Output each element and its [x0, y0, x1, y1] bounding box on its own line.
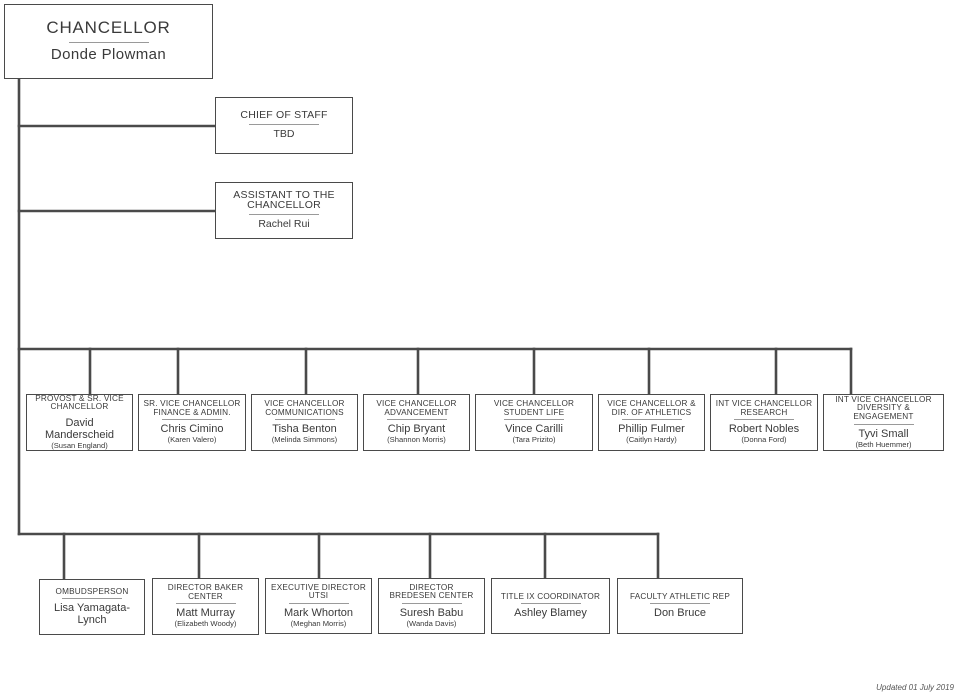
chief-of-staff-box: CHIEF OF STAFF TBD — [215, 97, 353, 154]
divider — [162, 419, 222, 421]
report-name: Ashley Blamey — [514, 607, 587, 620]
divider — [249, 124, 319, 126]
vc-title: INT VICE CHANCELLOR RESEARCH — [715, 399, 813, 417]
box-baker-center: DIRECTOR BAKER CENTER Matt Murray (Eliza… — [152, 578, 259, 635]
staff-title: CHIEF OF STAFF — [240, 109, 328, 122]
box-ombudsperson: OMBUDSPERSON Lisa Yamagata-Lynch — [39, 579, 145, 635]
vc-name: Tyvi Small — [858, 427, 909, 440]
divider — [504, 419, 564, 421]
vc-title: PROVOST & SR. VICE CHANCELLOR — [35, 393, 124, 412]
divider — [288, 602, 349, 604]
vc-assistant: (Donna Ford) — [741, 435, 787, 445]
vc-name: Robert Nobles — [728, 423, 800, 436]
vc-box-finance: SR. VICE CHANCELLOR FINANCE & ADMIN. Chr… — [138, 394, 246, 451]
report-name: Don Bruce — [654, 607, 706, 620]
vc-assistant: (Susan England) — [51, 441, 108, 451]
vc-name: David Manderscheid — [44, 416, 115, 441]
divider — [175, 603, 236, 605]
report-name: Lisa Yamagata-Lynch — [53, 602, 131, 627]
vc-title: VICE CHANCELLOR ADVANCEMENT — [376, 399, 457, 417]
box-utsi: EXECUTIVE DIRECTOR UTSI Mark Whorton (Me… — [265, 578, 372, 634]
report-assistant: (Meghan Morris) — [290, 618, 347, 628]
vc-box-student-life: VICE CHANCELLOR STUDENT LIFE Vince Caril… — [475, 394, 593, 451]
staff-name: TBD — [273, 128, 295, 141]
chancellor-title: CHANCELLOR — [46, 18, 171, 38]
divider — [274, 419, 335, 421]
box-bredesen-center: DIRECTOR BREDESEN CENTER Suresh Babu (Wa… — [378, 578, 485, 634]
box-faculty-athletic-rep: FACULTY ATHLETIC REP Don Bruce — [617, 578, 743, 634]
report-title: DIRECTOR BAKER CENTER — [167, 583, 244, 601]
vc-assistant: (Shannon Morris) — [387, 435, 446, 445]
report-title: FACULTY ATHLETIC REP — [630, 591, 730, 601]
vc-assistant: (Melinda Simmons) — [271, 435, 338, 445]
report-assistant: (Wanda Davis) — [406, 618, 457, 628]
vc-name: Tisha Benton — [272, 423, 337, 436]
vc-box-research: INT VICE CHANCELLOR RESEARCH Robert Nobl… — [710, 394, 818, 451]
divider — [68, 42, 149, 44]
divider — [249, 213, 319, 215]
report-title: OMBUDSPERSON — [55, 586, 129, 596]
vc-name: Phillip Fulmer — [618, 423, 685, 436]
divider — [386, 419, 447, 421]
divider — [62, 598, 122, 600]
vc-assistant: (Caitlyn Hardy) — [626, 435, 677, 445]
box-title-ix: TITLE IX COORDINATOR Ashley Blamey — [491, 578, 610, 634]
vc-title: SR. VICE CHANCELLOR FINANCE & ADMIN. — [143, 399, 241, 417]
vc-box-diversity: INT VICE CHANCELLOR DIVERSITY & ENGAGEME… — [823, 394, 944, 451]
divider — [734, 419, 794, 421]
vc-box-provost: PROVOST & SR. VICE CHANCELLOR David Mand… — [26, 394, 133, 451]
report-title: DIRECTOR BREDESEN CENTER — [389, 582, 474, 601]
vc-name: Chip Bryant — [387, 423, 446, 436]
staff-title: ASSISTANT TO THE CHANCELLOR — [233, 188, 335, 211]
staff-name: Rachel Rui — [258, 217, 310, 230]
divider — [650, 603, 710, 605]
vc-assistant: (Beth Huemmer) — [855, 439, 912, 449]
divider — [853, 423, 914, 425]
vc-assistant: (Karen Valero) — [167, 435, 217, 445]
divider — [520, 603, 581, 605]
report-assistant: (Elizabeth Woody) — [174, 619, 237, 629]
vc-title: VICE CHANCELLOR & DIR. OF ATHLETICS — [607, 399, 696, 417]
report-name: Mark Whorton — [283, 606, 354, 619]
assistant-to-chancellor-box: ASSISTANT TO THE CHANCELLOR Rachel Rui — [215, 182, 353, 239]
vc-title: VICE CHANCELLOR STUDENT LIFE — [493, 399, 575, 417]
report-name: Matt Murray — [176, 607, 235, 620]
chancellor-box: CHANCELLOR Donde Plowman — [4, 4, 213, 79]
vc-name: Vince Carilli — [505, 423, 563, 436]
vc-assistant: (Tara Prizito) — [512, 435, 556, 445]
vc-name: Chris Cimino — [160, 423, 224, 436]
vc-box-athletics: VICE CHANCELLOR & DIR. OF ATHLETICS Phil… — [598, 394, 705, 451]
divider — [621, 419, 682, 421]
divider — [401, 602, 462, 604]
vc-title: VICE CHANCELLOR COMMUNICATIONS — [264, 399, 345, 417]
report-title: EXECUTIVE DIRECTOR UTSI — [271, 582, 366, 601]
updated-note: Updated 01 July 2019 — [876, 683, 954, 692]
vc-box-communications: VICE CHANCELLOR COMMUNICATIONS Tisha Ben… — [251, 394, 358, 451]
report-title: TITLE IX COORDINATOR — [500, 591, 601, 601]
chancellor-name: Donde Plowman — [50, 46, 167, 64]
vc-title: INT VICE CHANCELLOR DIVERSITY & ENGAGEME… — [835, 394, 932, 422]
report-name: Suresh Babu — [399, 606, 464, 619]
vc-box-advancement: VICE CHANCELLOR ADVANCEMENT Chip Bryant … — [363, 394, 470, 451]
